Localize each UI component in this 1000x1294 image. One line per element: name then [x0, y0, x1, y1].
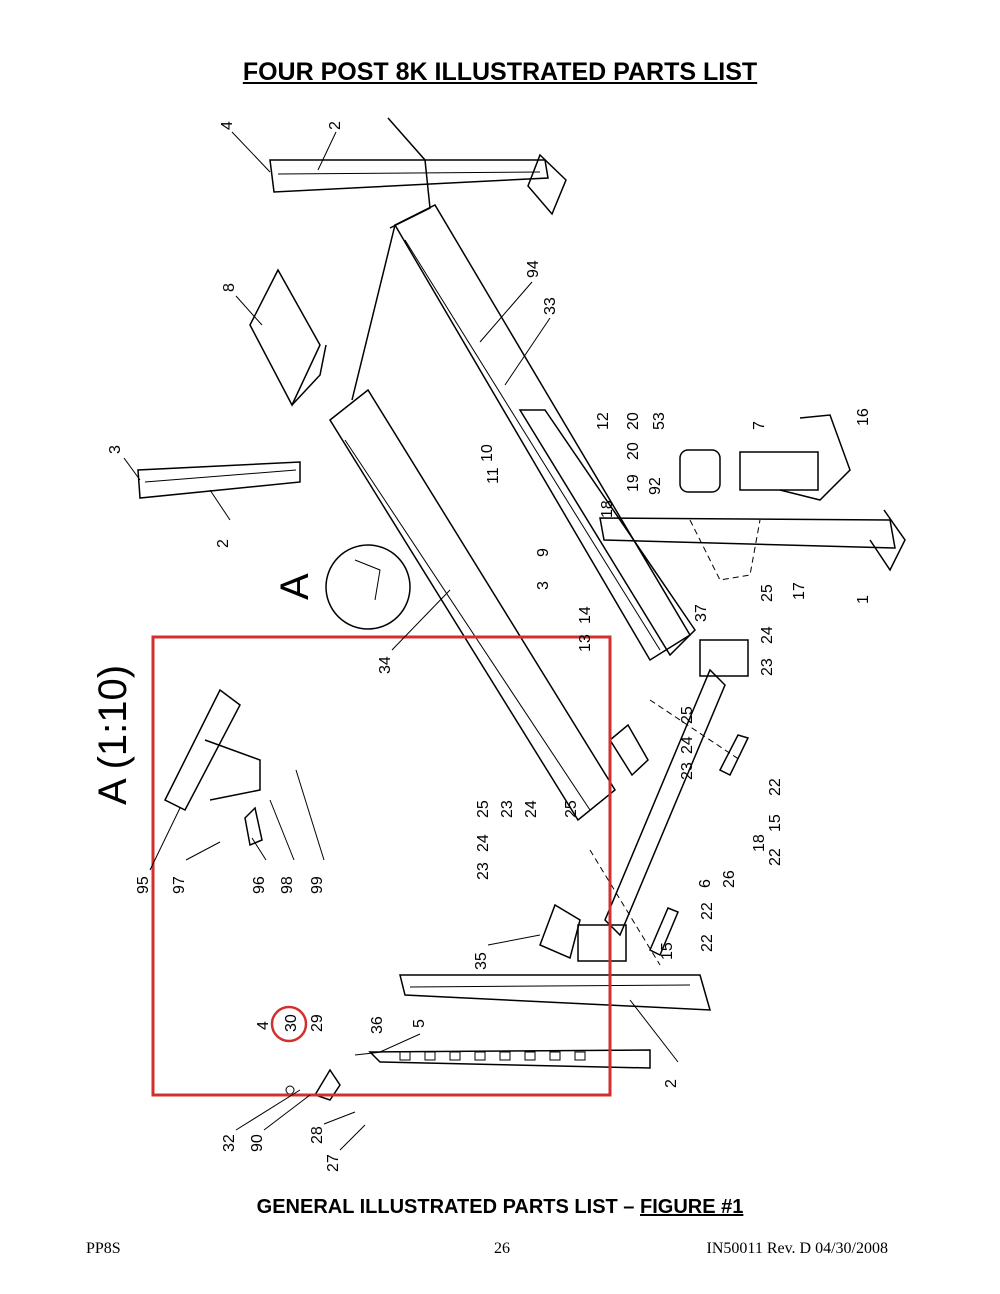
part-label: 25: [679, 706, 696, 724]
part-label: 1: [855, 595, 872, 604]
part-label: 22: [699, 902, 716, 920]
part-label: 97: [171, 876, 188, 894]
part-label: 17: [791, 582, 808, 600]
lift-drawing: [137, 117, 906, 1101]
part-label: 23: [499, 800, 516, 818]
part-label: 20: [625, 412, 642, 430]
part-label: 99: [309, 876, 326, 894]
part-label: 35: [473, 952, 490, 970]
page-title: FOUR POST 8K ILLUSTRATED PARTS LIST: [242, 58, 758, 86]
part-label: 22: [767, 778, 784, 796]
footer-page-number: 26: [494, 1240, 510, 1257]
crossbeam-bracket-bottom: [577, 924, 627, 962]
part-label: 10: [479, 444, 496, 462]
part-label: 25: [475, 800, 492, 818]
part-label: 24: [523, 800, 540, 818]
part-label: 23: [679, 762, 696, 780]
part-label: 32: [221, 1134, 238, 1152]
detail-a-callout-circle: [325, 544, 411, 630]
part-label: 16: [855, 408, 872, 426]
part-label: 7: [751, 421, 768, 430]
figure-number: FIGURE #1: [640, 1196, 744, 1218]
part-label: 92: [647, 477, 664, 495]
post-left: [137, 461, 301, 499]
part-label: 28: [309, 1126, 326, 1144]
highlight-box: [151, 635, 612, 1097]
post-bottom-2: [399, 974, 712, 1011]
part-label: 25: [563, 800, 580, 818]
part-labels: 4 2 8 94 33 3 2 12 20 53 7 16 10 11 20 9…: [107, 121, 872, 1172]
part-label: 19: [625, 474, 642, 492]
part-label: 11: [485, 467, 502, 484]
part-label: 5: [411, 1019, 428, 1028]
part-label: 6: [697, 879, 714, 888]
ladder-5: [368, 1049, 651, 1069]
part-label: 30: [283, 1014, 300, 1032]
part-label: 14: [577, 606, 594, 624]
post-top-right: [269, 159, 549, 193]
part-label: 29: [309, 1014, 326, 1032]
detail-scale-label: A (1:10): [91, 665, 135, 805]
part-label: 12: [595, 412, 612, 430]
part-label: 94: [525, 260, 542, 278]
part-label: 15: [659, 942, 676, 960]
runway-33: [393, 204, 692, 662]
crossbeam-bracket-top: [699, 639, 749, 677]
crossbeam-6: [604, 668, 726, 937]
leader-lines: [123, 131, 679, 1151]
part-label: 4: [219, 121, 236, 130]
part-label: 95: [135, 876, 152, 894]
part-label: 36: [369, 1016, 386, 1034]
post-right-1: [599, 517, 896, 549]
power-unit-motor: [679, 449, 721, 493]
detail-a-bracket-95: [163, 688, 241, 811]
part-label: 23: [475, 862, 492, 880]
part-label: 15: [767, 814, 784, 832]
caption-text: GENERAL ILLUSTRATED PARTS LIST –: [256, 1196, 640, 1218]
part-label: 23: [759, 658, 776, 676]
figure-caption: GENERAL ILLUSTRATED PARTS LIST – FIGURE …: [0, 1196, 1000, 1219]
part-label: 2: [327, 121, 344, 130]
part-label: 22: [699, 934, 716, 952]
plate-35: [539, 903, 581, 960]
part-label: 8: [221, 283, 238, 292]
part-label: 96: [251, 876, 268, 894]
part-label: 24: [679, 736, 696, 754]
part-label: 24: [759, 626, 776, 644]
part-label: 3: [107, 445, 124, 454]
part-label: 13: [577, 634, 594, 652]
part-label: 27: [325, 1154, 342, 1172]
footer-doc-revision: IN50011 Rev. D 04/30/2008: [706, 1240, 888, 1257]
part-label: 34: [377, 656, 394, 674]
part-label: 22: [767, 848, 784, 866]
part-label: 53: [651, 412, 668, 430]
part-label: 98: [279, 876, 296, 894]
part-label: 2: [663, 1079, 680, 1088]
part-label: 25: [759, 584, 776, 602]
part-label: 20: [625, 442, 642, 460]
detail-letter: A: [273, 573, 317, 600]
footer-model: PP8S: [86, 1240, 121, 1257]
part-label: 37: [693, 604, 710, 622]
part-label: 18: [751, 834, 768, 852]
part-label: 90: [249, 1134, 266, 1152]
ramp-8: [249, 268, 321, 407]
part-label: 24: [475, 834, 492, 852]
crossbeam-9: [518, 409, 696, 657]
highlight-circle: [270, 1005, 308, 1043]
part-label: 18: [599, 500, 616, 518]
part-label: 9: [535, 548, 552, 557]
part-label: 4: [255, 1021, 272, 1030]
part-label: 2: [215, 539, 232, 548]
power-unit-reservoir: [739, 451, 819, 491]
runway-34: [329, 388, 616, 822]
part-label: 3: [535, 581, 552, 590]
part-label: 33: [542, 297, 559, 315]
part-label: 26: [721, 870, 738, 888]
